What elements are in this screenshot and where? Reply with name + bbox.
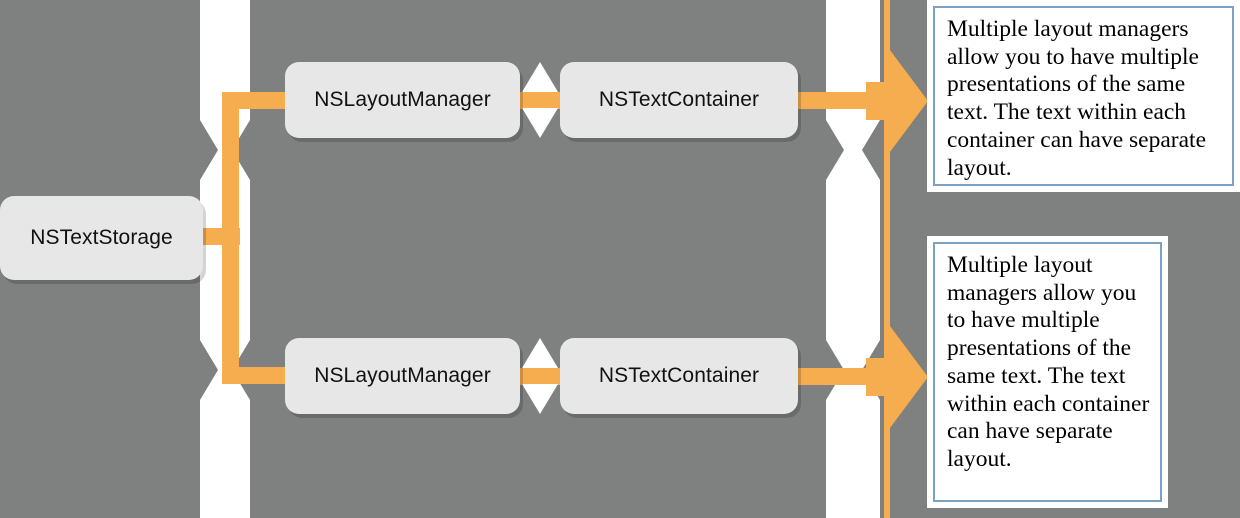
connector-vertical-trunk (222, 92, 239, 384)
callout-text: Multiple layout managers allow you to ha… (933, 242, 1162, 502)
node-label: NSLayoutManager (314, 88, 491, 111)
node-nslayoutmanager-1[interactable]: NSLayoutManager (285, 62, 520, 138)
arrow-head-icon (866, 318, 928, 436)
connector-right-spine (884, 0, 890, 518)
connector-manager-2-to-container-2 (513, 368, 567, 385)
node-nstextcontainer-2[interactable]: NSTextContainer (560, 338, 798, 414)
node-label: NSTextStorage (30, 226, 173, 249)
diamond-connector-icon (522, 338, 558, 368)
node-nstextstorage[interactable]: NSTextStorage (0, 196, 203, 280)
callout-text: Multiple layout managers allow you to ha… (933, 6, 1234, 186)
arrow-head-icon (866, 42, 928, 160)
connector-arm-to-manager-1 (222, 92, 292, 109)
node-label: NSTextContainer (598, 88, 760, 111)
connector-manager-1-to-container-1 (513, 92, 567, 109)
diamond-connector-icon (522, 62, 558, 92)
node-nslayoutmanager-2[interactable]: NSLayoutManager (285, 338, 520, 414)
callout-box-bottom[interactable]: Multiple layout managers allow you to ha… (927, 236, 1168, 508)
diamond-connector-icon (522, 108, 558, 138)
node-label: NSTextContainer (598, 364, 760, 387)
node-label: NSLayoutManager (314, 364, 491, 387)
diamond-connector-icon (522, 384, 558, 414)
connector-arm-to-manager-2 (222, 367, 292, 384)
callout-box-top[interactable]: Multiple layout managers allow you to ha… (927, 0, 1240, 192)
node-nstextcontainer-1[interactable]: NSTextContainer (560, 62, 798, 138)
